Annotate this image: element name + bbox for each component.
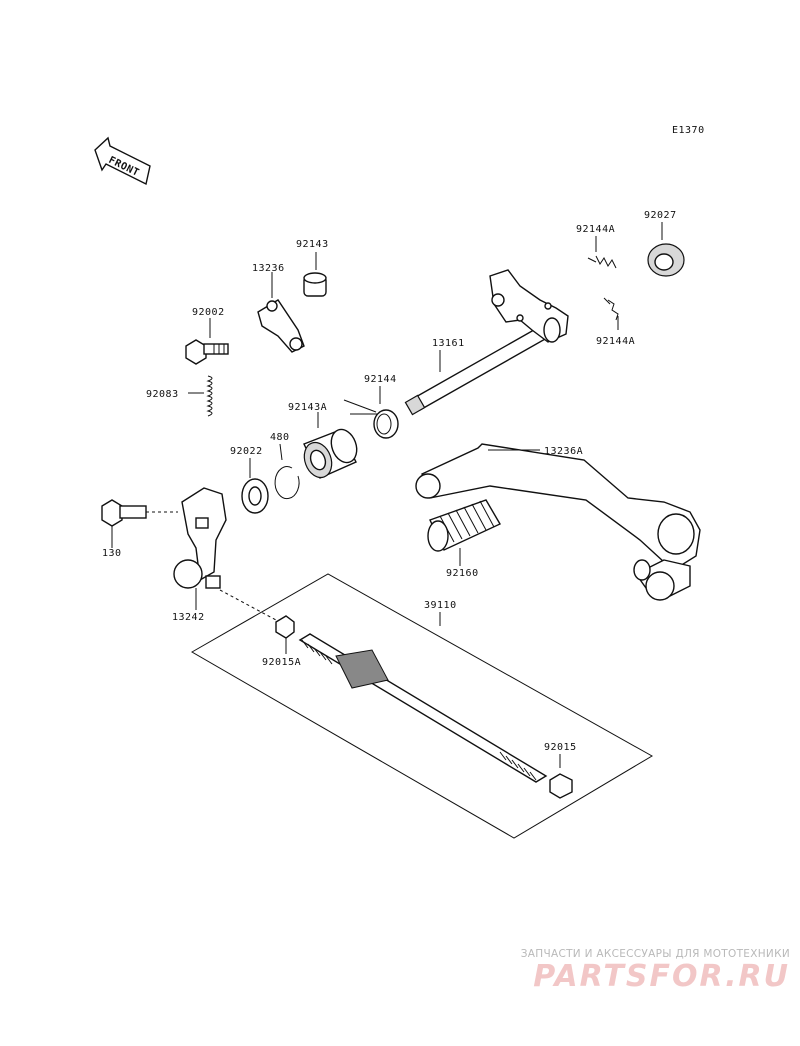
part-92160-rubber — [427, 499, 501, 566]
part-92144-torsion-spring — [343, 386, 399, 439]
part-130-bolt — [101, 499, 178, 548]
label-39110: 39110 — [424, 600, 457, 611]
part-480-circlip — [274, 443, 300, 500]
label-13236a: 13236A — [544, 446, 583, 457]
watermark-brand: PARTSFOR.RU — [533, 959, 790, 994]
part-92143a-collar — [303, 412, 358, 479]
label-92027: 92027 — [644, 210, 677, 221]
part-92015a-nut — [275, 615, 295, 654]
label-92022: 92022 — [230, 446, 263, 457]
part-13236-link — [257, 272, 305, 353]
label-480: 480 — [270, 432, 290, 443]
part-39110-tie-rod — [190, 573, 653, 839]
label-92144a-bottom: 92144A — [596, 336, 635, 347]
label-130: 130 — [102, 548, 122, 559]
part-92022-washer — [241, 458, 269, 514]
part-92083-spring — [188, 375, 213, 417]
part-13242-lever-arm — [173, 487, 277, 621]
part-92015-nut — [549, 754, 573, 799]
label-92083: 92083 — [146, 389, 179, 400]
label-13242: 13242 — [172, 612, 205, 623]
label-92143: 92143 — [296, 239, 329, 250]
label-92143a: 92143A — [288, 402, 327, 413]
label-13236: 13236 — [252, 263, 285, 274]
label-92015: 92015 — [544, 742, 577, 753]
part-92002-bolt — [185, 318, 229, 365]
label-92144: 92144 — [364, 374, 397, 385]
part-13236a-shift-pedal — [415, 443, 701, 601]
front-arrow-icon: FRONT — [94, 136, 151, 186]
part-92144a-spring-bottom — [603, 297, 619, 330]
label-13161: 13161 — [432, 338, 465, 349]
watermark: ЗАПЧАСТИ И АКСЕССУАРЫ ДЛЯ МОТОТЕХНИКИ PA… — [478, 948, 790, 994]
diagram-code: E1370 — [672, 125, 705, 136]
label-92144a-top: 92144A — [576, 224, 615, 235]
part-92027-oil-seal — [647, 222, 685, 277]
part-92144a-spring-top — [587, 236, 617, 269]
part-13161-shift-shaft — [404, 269, 569, 416]
label-92015a: 92015A — [262, 657, 301, 668]
label-92160: 92160 — [446, 568, 479, 579]
part-92143-collar — [303, 252, 327, 297]
label-92002: 92002 — [192, 307, 225, 318]
watermark-tagline: ЗАПЧАСТИ И АКСЕССУАРЫ ДЛЯ МОТОТЕХНИКИ — [520, 948, 790, 960]
